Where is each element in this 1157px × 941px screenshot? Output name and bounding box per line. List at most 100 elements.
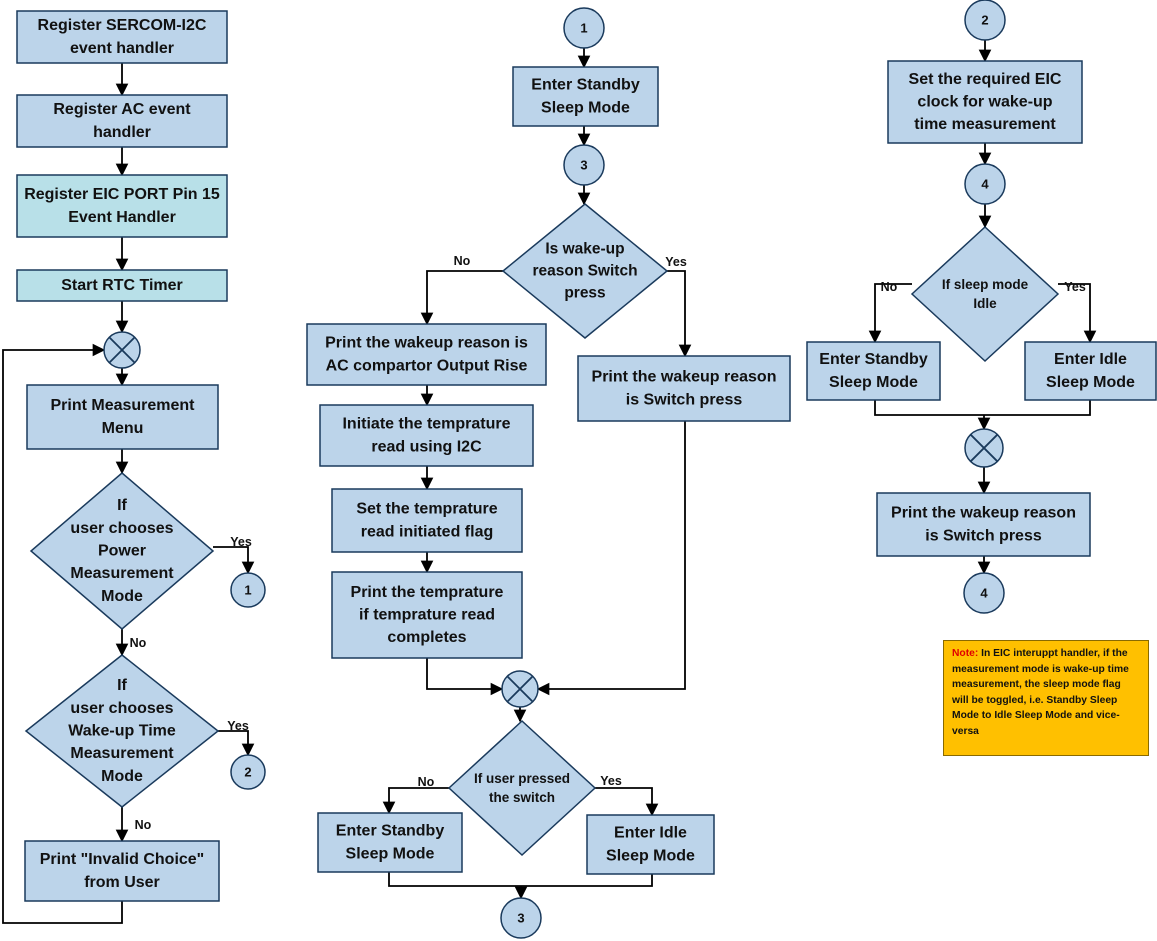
node-text-line: read using I2C	[371, 438, 482, 455]
node-text-line: Register SERCOM-I2C	[38, 17, 207, 34]
node-text-line: Sleep Mode	[346, 845, 435, 862]
edge-label-e-wakeup-no: No	[135, 818, 152, 832]
edge-label-e-wakeup-yes: Yes	[227, 719, 249, 733]
note-box: Note: In EIC interuppt handler, if the m…	[943, 640, 1149, 756]
node-conn-2-out: 2	[230, 754, 266, 790]
node-text-line: Register EIC PORT Pin 15	[24, 186, 220, 203]
process-box	[586, 814, 715, 875]
process-box	[16, 269, 228, 302]
process-box	[331, 571, 523, 659]
node-text-line: if temprature read	[359, 607, 495, 624]
node-conn-3-out: 3	[500, 897, 542, 939]
node-text-line: time measurement	[914, 116, 1056, 133]
node-text-line: is Switch press	[626, 391, 743, 408]
process-box	[24, 840, 220, 902]
decision-diamond	[447, 719, 597, 857]
connector-circle	[500, 897, 542, 939]
node-text-line: completes	[387, 629, 466, 646]
edge-e-wakeup-yes	[218, 730, 255, 757]
node-conn-3-in: 3	[563, 144, 605, 186]
process-box	[319, 404, 534, 467]
process-box	[16, 94, 228, 148]
node-text-line: Enter Standby	[336, 823, 445, 840]
process-box	[306, 323, 547, 386]
node-text-line: 4	[981, 177, 989, 192]
node-text-line: Event Handler	[68, 209, 176, 226]
node-text-line: clock for wake-up	[917, 94, 1052, 111]
edges-layer	[2, 40, 1097, 924]
node-text-line: Mode	[101, 588, 143, 605]
edge-label-e-power-yes: Yes	[230, 535, 252, 549]
merge-cross-icon	[506, 675, 534, 703]
process-box	[26, 384, 219, 450]
process-box	[876, 492, 1091, 557]
edge-e-idle-yes	[1058, 283, 1097, 344]
node-text-line: Sleep Mode	[541, 99, 630, 116]
edge-e-user-yes	[595, 787, 659, 817]
node-text-line: Menu	[102, 420, 144, 437]
node-text-line: Measurement	[70, 745, 174, 762]
process-box	[1024, 341, 1157, 401]
node-text-line: Set the temprature	[356, 501, 497, 518]
node-text-line: Enter Idle	[614, 825, 687, 842]
node-conn-4-out: 4	[963, 572, 1005, 614]
edge-label-e-idle-no: No	[881, 280, 898, 294]
node-text-line: 1	[244, 583, 251, 598]
node-text-line: 2	[981, 13, 988, 28]
node-text-line: reason Switch	[532, 263, 637, 280]
edge-label-e-idle-yes: Yes	[1064, 280, 1086, 294]
node-text-line: If user pressed	[474, 771, 570, 786]
merge-cross-icon	[108, 336, 136, 364]
node-init-temp: Initiate the temprature read using I2C	[319, 404, 534, 467]
node-text-line: Start RTC Timer	[61, 277, 183, 294]
edge-e-user-no	[382, 787, 449, 815]
edge-label-e-dec-yes: Yes	[665, 255, 687, 269]
node-text-line: Enter Idle	[1054, 351, 1127, 368]
process-box	[806, 341, 941, 401]
decision-diamond	[501, 203, 669, 339]
node-text-line: Register AC event	[53, 101, 191, 118]
edge-label-e-power-no: No	[130, 636, 147, 650]
node-merge-mid	[501, 670, 539, 708]
node-text-line: Initiate the temprature	[342, 416, 510, 433]
node-text-line: Wake-up Time	[68, 723, 176, 740]
connector-circle	[964, 0, 1006, 41]
edge-e-print-merge	[426, 658, 504, 696]
process-box	[317, 812, 463, 873]
process-box	[16, 10, 228, 64]
node-text-line: Print "Invalid Choice"	[40, 851, 205, 868]
node-text-line: Is wake-up	[545, 240, 624, 257]
node-text-line: Sleep Mode	[829, 374, 918, 391]
node-text-line: 3	[580, 158, 587, 173]
node-text-line: Measurement	[70, 565, 174, 582]
node-text-line: user chooses	[70, 700, 173, 717]
node-text-line: Enter Standby	[531, 77, 640, 94]
edge-e-switch-merge	[536, 421, 686, 696]
node-print-invalid: Print "Invalid Choice"from User	[24, 840, 220, 902]
node-text-line: Print Measurement	[50, 397, 195, 414]
node-merge-right	[964, 428, 1004, 468]
node-reg-eic: Register EIC PORT Pin 15 Event Handler	[16, 174, 228, 238]
node-text-line: Enter Standby	[819, 351, 928, 368]
node-text-line: user chooses	[70, 520, 173, 537]
edge-e-idle-no	[868, 283, 912, 344]
node-text-line: AC compartor Output Rise	[326, 357, 528, 374]
edge-label-e-user-no: No	[418, 775, 435, 789]
node-text-line: 2	[244, 765, 251, 780]
connector-circle	[563, 144, 605, 186]
